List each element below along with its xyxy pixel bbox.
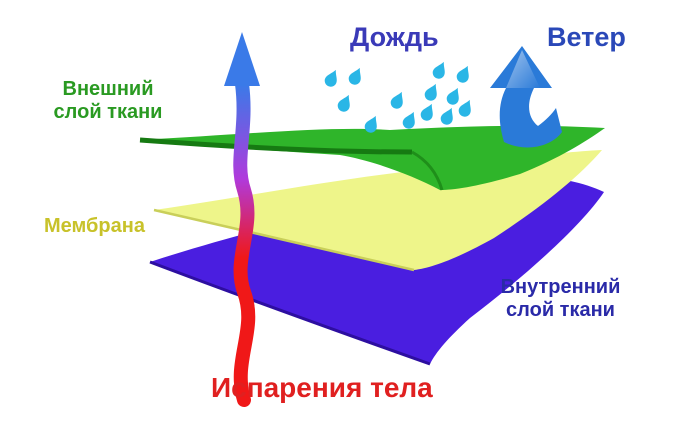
rain-droplets-icon <box>324 61 471 133</box>
evaporation-arrowhead-icon <box>224 32 260 86</box>
rain-droplet-icon <box>424 83 437 101</box>
outer-layer-edge <box>139 137 413 155</box>
membrane-edge <box>153 208 415 272</box>
rain-droplet-icon <box>440 107 453 125</box>
rain-droplet-icon <box>402 111 415 129</box>
evaporation-label: Испарения тела <box>211 372 433 403</box>
inner-layer-label: Внутренний слой ткани <box>493 276 628 322</box>
rain-droplet-icon <box>390 91 403 109</box>
outer-layer-sheet <box>140 125 605 190</box>
outer-layer-label-line1: Внешний <box>62 78 154 100</box>
outer-layer-label-line2: слой ткани <box>53 101 163 123</box>
inner-layer-edge <box>149 260 431 366</box>
rain-droplet-icon <box>348 67 361 85</box>
outer-layer-fold <box>411 150 444 191</box>
rain-droplet-icon <box>456 65 469 83</box>
evaporation-arrow-icon <box>233 77 256 407</box>
inner-layer-label-line1: Внутренний <box>500 276 621 298</box>
membrane-label: Мембрана <box>44 215 145 237</box>
rain-droplet-icon <box>420 103 433 121</box>
rain-droplet-icon <box>324 69 337 87</box>
wind-arrow-icon <box>490 46 562 148</box>
rain-droplet-icon <box>337 94 350 112</box>
rain-droplet-icon <box>446 87 459 105</box>
rain-droplet-icon <box>364 115 377 133</box>
rain-droplet-icon <box>458 99 471 117</box>
outer-layer-label: Внешний слой ткани <box>28 78 188 124</box>
wind-label: Ветер <box>547 22 626 52</box>
rain-label: Дождь <box>350 22 439 52</box>
rain-droplet-icon <box>432 61 445 79</box>
inner-layer-label-line2: слой ткани <box>506 299 615 321</box>
